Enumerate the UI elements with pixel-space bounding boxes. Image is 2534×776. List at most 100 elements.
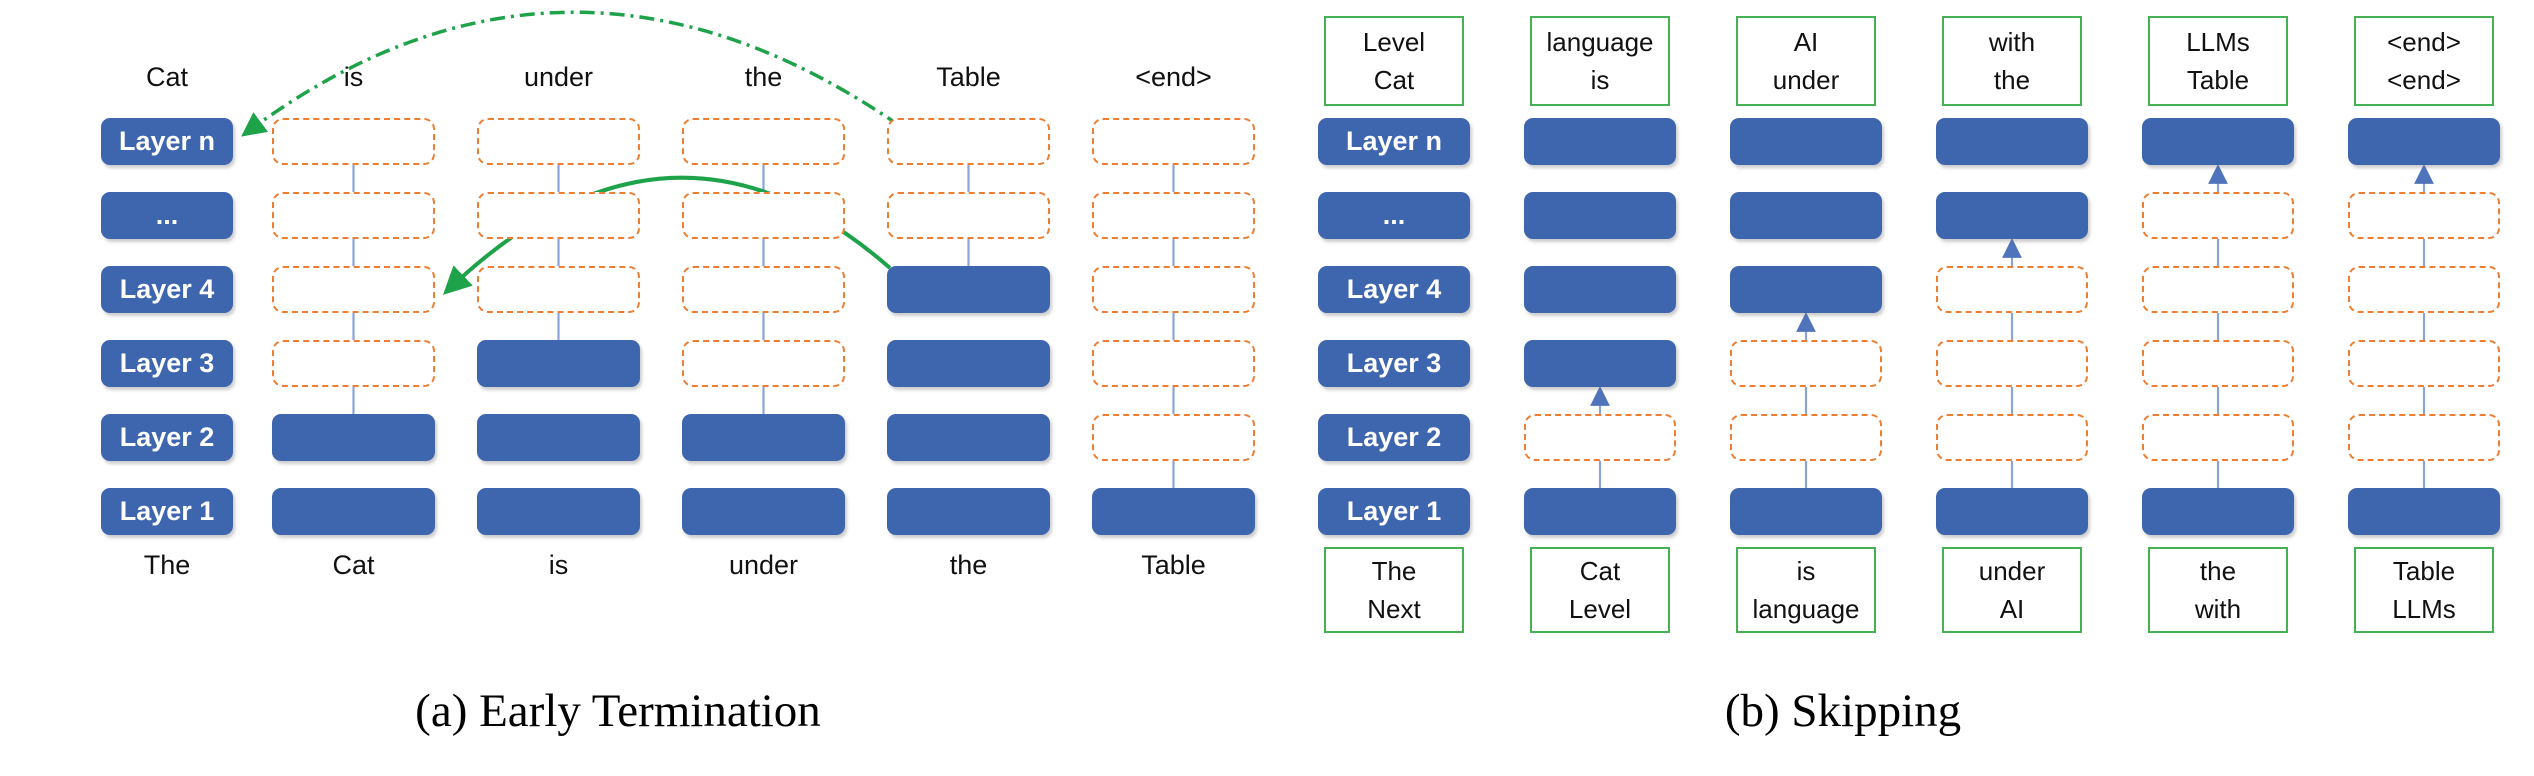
skipped-layer-box (682, 192, 845, 239)
bottom-token-label: the (949, 550, 988, 580)
executed-layer-box (1524, 488, 1676, 535)
executed-layer-box (1730, 488, 1882, 535)
skipped-layer-box (2142, 192, 2294, 239)
executed-layer-box (477, 488, 640, 535)
layer-label-box: Layer 2 (101, 414, 233, 461)
executed-layer-box (1524, 266, 1676, 313)
io-token-line: <end> (2387, 27, 2461, 57)
skipped-layer-box (2348, 266, 2500, 313)
output-token-box: AI under (1736, 16, 1876, 106)
skipped-layer-box (477, 266, 640, 313)
io-token-line: The (1371, 556, 1417, 586)
skipped-layer-box (1730, 414, 1882, 461)
layer-label-box: Layer 4 (1318, 266, 1470, 313)
layer-label-box: ... (101, 192, 233, 239)
io-token-line: the (1993, 65, 2031, 95)
io-token-line: is (1590, 65, 1610, 95)
skipped-layer-box (477, 192, 640, 239)
skipped-layer-box (1936, 340, 2088, 387)
skipped-layer-box (1092, 340, 1255, 387)
layer-label-box: Layer 2 (1318, 414, 1470, 461)
top-token-label: Table (936, 62, 1001, 92)
skipped-layer-box (1524, 414, 1676, 461)
io-token-line: with (2194, 594, 2242, 624)
io-token-line: with (1988, 27, 2036, 57)
skipped-layer-box (887, 118, 1050, 165)
io-token-line: Next (1367, 594, 1421, 624)
executed-layer-box (2348, 488, 2500, 535)
io-token-line: language (1546, 27, 1654, 57)
skipped-layer-box (2348, 340, 2500, 387)
executed-layer-box (477, 414, 640, 461)
io-token-line: Cat (1373, 65, 1415, 95)
executed-layer-box (1936, 488, 2088, 535)
output-token-box: with the (1942, 16, 2082, 106)
executed-layer-box (887, 266, 1050, 313)
layer-label-box: Layer 4 (101, 266, 233, 313)
executed-layer-box (272, 488, 435, 535)
io-token-line: LLMs (2186, 27, 2250, 57)
executed-layer-box (887, 414, 1050, 461)
executed-layer-box (2142, 118, 2294, 165)
io-token-line: under (1772, 65, 1840, 95)
io-token-line: Cat (1579, 556, 1621, 586)
io-token-line: the (2199, 556, 2237, 586)
top-token-label: the (744, 62, 783, 92)
executed-layer-box (2142, 488, 2294, 535)
bottom-token-label: under (728, 550, 799, 580)
skipped-layer-box (2142, 414, 2294, 461)
skipped-layer-box (2142, 340, 2294, 387)
executed-layer-box (1730, 118, 1882, 165)
output-token-box: <end> <end> (2354, 16, 2494, 106)
skipped-layer-box (1092, 266, 1255, 313)
executed-layer-box (1524, 340, 1676, 387)
skipped-layer-box (1936, 266, 2088, 313)
io-token-line: Level (1568, 594, 1632, 624)
executed-layer-box (682, 488, 845, 535)
skipped-layer-box (1092, 414, 1255, 461)
input-token-box: the with (2148, 547, 2288, 633)
executed-layer-box (1730, 192, 1882, 239)
io-token-line: <end> (2387, 65, 2461, 95)
io-token-line: LLMs (2392, 594, 2456, 624)
io-token-line: Table (2392, 556, 2456, 586)
io-token-line: under (1978, 556, 2046, 586)
executed-layer-box (1936, 192, 2088, 239)
executed-layer-box (887, 340, 1050, 387)
executed-layer-box (272, 414, 435, 461)
caption-b: (b) Skipping (1724, 685, 1962, 737)
io-token-line: language (1752, 594, 1860, 624)
bottom-token-label: The (143, 550, 191, 580)
executed-layer-box (887, 488, 1050, 535)
top-token-label: <end> (1135, 62, 1212, 92)
layer-label-box: Layer 3 (1318, 340, 1470, 387)
layer-label-box: Layer n (101, 118, 233, 165)
skipped-layer-box (682, 266, 845, 313)
executed-layer-box (2348, 118, 2500, 165)
layer-label-box: Layer 1 (1318, 488, 1470, 535)
layer-label-box: ... (1318, 192, 1470, 239)
executed-layer-box (1936, 118, 2088, 165)
skipped-layer-box (2348, 414, 2500, 461)
executed-layer-box (477, 340, 640, 387)
io-token-line: AI (1793, 27, 1819, 57)
executed-layer-box (1730, 266, 1882, 313)
layer-label-box: Layer 3 (101, 340, 233, 387)
skipped-layer-box (682, 340, 845, 387)
skipped-layer-box (1730, 340, 1882, 387)
executed-layer-box (1524, 192, 1676, 239)
skipped-layer-box (2142, 266, 2294, 313)
io-token-line: Level (1362, 27, 1426, 57)
top-token-label: under (523, 62, 594, 92)
io-token-line: AI (1999, 594, 2025, 624)
layer-label-box: Layer 1 (101, 488, 233, 535)
bottom-token-label: Cat (332, 550, 375, 580)
